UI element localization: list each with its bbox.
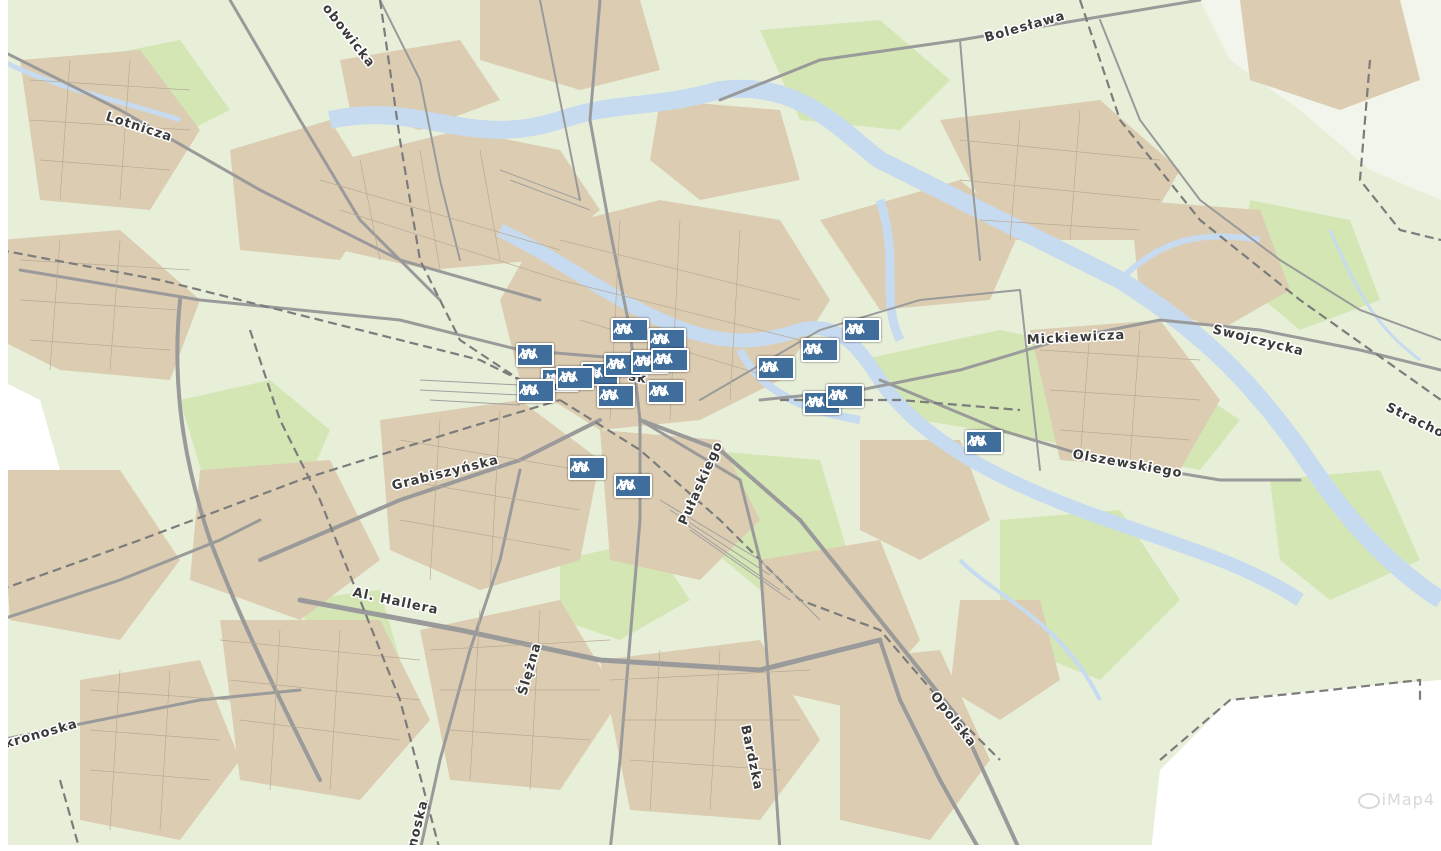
- wc-bicycle-icon: [518, 349, 538, 360]
- street-label-stracho: Stracho: [1383, 400, 1441, 441]
- poi-marker[interactable]: W: [568, 456, 606, 480]
- street-label-pulaskiego: Pułaskiego: [676, 439, 726, 528]
- river-oder: [0, 57, 1441, 701]
- street-label-kronoska: kronoska: [3, 717, 80, 752]
- poi-marker[interactable]: W: [801, 338, 839, 362]
- street-label-bardzka: Bardzka: [737, 724, 765, 792]
- map-left-border: [0, 0, 8, 851]
- built-up-areas: [0, 0, 1420, 840]
- wc-bicycle-icon: [828, 390, 848, 401]
- wc-bicycle-icon: [650, 334, 670, 345]
- wc-bicycle-icon: [633, 356, 653, 367]
- poi-marker[interactable]: W: [757, 356, 795, 380]
- wc-bicycle-icon: [805, 397, 825, 408]
- poi-marker[interactable]: W: [597, 384, 635, 408]
- street-label-lotnicza: Lotnicza: [104, 110, 174, 146]
- street-label-opolska: Opolska: [927, 689, 979, 750]
- map-bottom-border: [0, 845, 1441, 851]
- watermark-text: iMap4: [1381, 790, 1435, 809]
- poi-marker[interactable]: W: [614, 474, 652, 498]
- poi-marker[interactable]: W: [516, 343, 554, 367]
- wc-bicycle-icon: [519, 385, 539, 396]
- poi-marker[interactable]: W: [651, 348, 689, 372]
- street-label-boleslawa: Bolesława: [983, 8, 1067, 45]
- street-label-mickiewicza: Mickiewicza: [1026, 328, 1125, 348]
- poi-marker[interactable]: W: [826, 384, 864, 408]
- poi-marker[interactable]: W: [843, 318, 881, 342]
- wc-bicycle-icon: [606, 359, 626, 370]
- rail-yard: [419, 169, 821, 621]
- wc-bicycle-icon: [570, 462, 590, 473]
- wc-bicycle-icon: [967, 436, 987, 447]
- wc-bicycle-icon: [845, 324, 865, 335]
- poi-marker[interactable]: W: [647, 380, 685, 404]
- street-label-obowicka: obowicka: [319, 1, 378, 71]
- poi-marker[interactable]: W: [517, 379, 555, 403]
- wc-bicycle-icon: [558, 372, 578, 383]
- wc-bicycle-icon: [613, 324, 633, 335]
- street-label-grabiszynska: Grabiszyńska: [390, 453, 500, 494]
- street-label-noska: noska: [405, 798, 431, 849]
- street-label-slezna: Ślężna: [514, 641, 544, 698]
- watermark-logo-icon: [1357, 792, 1380, 809]
- wc-bicycle-icon: [653, 354, 673, 365]
- poi-marker[interactable]: W: [556, 366, 594, 390]
- street-label-hallera: Al. Hallera: [351, 585, 440, 618]
- wc-bicycle-icon: [616, 480, 636, 491]
- wc-bicycle-icon: [759, 362, 779, 373]
- street-label-swojczycka: Swojczycka: [1211, 322, 1305, 359]
- poi-marker[interactable]: W: [611, 318, 649, 342]
- wc-bicycle-icon: [803, 344, 823, 355]
- wc-bicycle-icon: [599, 390, 619, 401]
- street-label-olszewskiego: Olszewskiego: [1071, 447, 1183, 481]
- map-watermark: iMap4: [1357, 790, 1435, 809]
- poi-marker[interactable]: W: [965, 430, 1003, 454]
- wc-bicycle-icon: [649, 386, 669, 397]
